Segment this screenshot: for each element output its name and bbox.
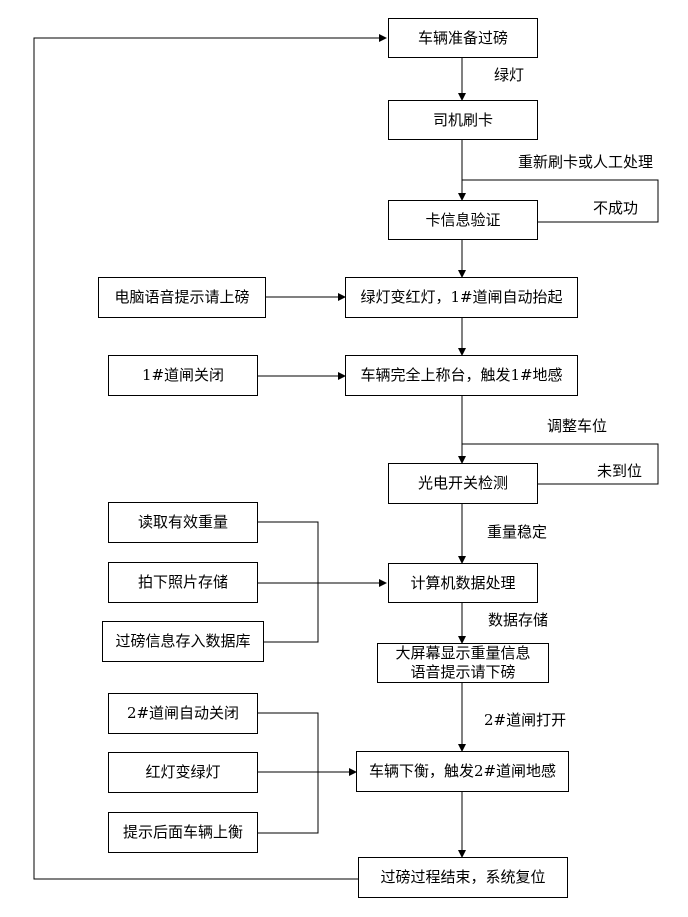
step-process-end: 过磅过程结束，系统复位 bbox=[358, 857, 568, 898]
loop-not-in-place bbox=[462, 443, 659, 485]
side-read-weight-label: 读取有效重量 bbox=[137, 513, 228, 531]
step-display-line2: 语音提示请下磅 bbox=[410, 663, 516, 681]
label-failed: 不成功 bbox=[593, 199, 639, 217]
side-gate2-close: 2#道闸自动关闭 bbox=[108, 693, 258, 734]
side-take-photo: 拍下照片存储 bbox=[108, 562, 258, 603]
side-next-vehicle-label: 提示后面车辆上衡 bbox=[122, 823, 243, 841]
side-gate2-close-label: 2#道闸自动关闭 bbox=[126, 704, 240, 722]
step-driver-swipe: 司机刷卡 bbox=[388, 100, 538, 140]
step-vehicle-on-scale: 车辆完全上称台，触发1#地感 bbox=[345, 355, 578, 396]
label-reswipe: 重新刷卡或人工处理 bbox=[518, 153, 654, 171]
step-vehicle-off-scale-label: 车辆下衡，触发2#道闸地感 bbox=[368, 762, 557, 780]
side-red-to-green-label: 红灯变绿灯 bbox=[145, 763, 221, 781]
step-card-verify-label: 卡信息验证 bbox=[425, 210, 501, 229]
side-voice-prompt-label: 电脑语音提示请上磅 bbox=[114, 288, 250, 306]
side-read-weight: 读取有效重量 bbox=[108, 502, 258, 543]
side-take-photo-label: 拍下照片存储 bbox=[137, 573, 228, 591]
side-red-to-green: 红灯变绿灯 bbox=[108, 752, 258, 793]
step-gate1-raise-label: 绿灯变红灯，1#道闸自动抬起 bbox=[360, 288, 563, 306]
step-process-end-label: 过磅过程结束，系统复位 bbox=[380, 868, 546, 886]
side-gate1-close: 1#道闸关闭 bbox=[108, 355, 258, 396]
step-vehicle-off-scale: 车辆下衡，触发2#道闸地感 bbox=[356, 751, 569, 792]
step-display-voice: 大屏幕显示重量信息 语音提示请下磅 bbox=[377, 643, 549, 683]
step-card-verify: 卡信息验证 bbox=[388, 200, 538, 240]
side-voice-prompt: 电脑语音提示请上磅 bbox=[98, 277, 266, 318]
side-gate1-close-label: 1#道闸关闭 bbox=[141, 366, 225, 384]
step-photoelectric-check-label: 光电开关检测 bbox=[417, 474, 508, 492]
return-loop bbox=[33, 34, 387, 880]
step-computer-process: 计算机数据处理 bbox=[388, 563, 538, 603]
label-not-in-place: 未到位 bbox=[597, 462, 643, 480]
step-gate1-raise: 绿灯变红灯，1#道闸自动抬起 bbox=[345, 277, 578, 318]
label-data-store: 数据存储 bbox=[488, 611, 549, 629]
side-save-db: 过磅信息存入数据库 bbox=[102, 621, 264, 662]
step-driver-swipe-label: 司机刷卡 bbox=[432, 110, 493, 129]
side-next-vehicle: 提示后面车辆上衡 bbox=[108, 812, 258, 853]
bracket-left-top bbox=[258, 521, 319, 643]
step-vehicle-on-scale-label: 车辆完全上称台，触发1#地感 bbox=[360, 366, 563, 384]
bracket-left-bottom bbox=[258, 712, 319, 834]
step-photoelectric-check: 光电开关检测 bbox=[388, 463, 538, 504]
label-gate2-open: 2#道闸打开 bbox=[484, 711, 567, 729]
label-green-light: 绿灯 bbox=[494, 66, 525, 84]
step-computer-process-label: 计算机数据处理 bbox=[410, 573, 516, 592]
step-prepare-weigh-label: 车辆准备过磅 bbox=[417, 28, 508, 47]
label-weight-stable: 重量稳定 bbox=[487, 523, 548, 541]
step-prepare-weigh: 车辆准备过磅 bbox=[388, 18, 538, 58]
loop-failed bbox=[462, 179, 659, 223]
label-adjust: 调整车位 bbox=[547, 417, 608, 435]
side-save-db-label: 过磅信息存入数据库 bbox=[115, 632, 251, 650]
step-display-line1: 大屏幕显示重量信息 bbox=[395, 644, 531, 662]
